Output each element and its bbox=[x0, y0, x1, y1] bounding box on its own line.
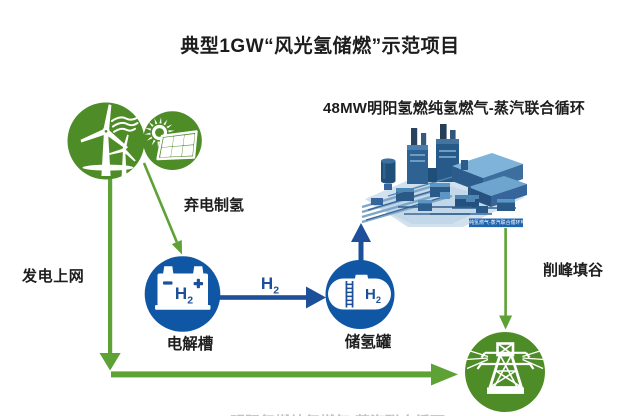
power-lines-icon bbox=[465, 349, 545, 370]
wind-gust-icon bbox=[111, 116, 139, 133]
tank-ladder-icon bbox=[345, 281, 354, 308]
arrow-hydrogen-to-tank bbox=[219, 286, 326, 309]
plant-storage-tank-icon bbox=[381, 158, 396, 184]
arrow-curtailed-to-electrolyzer bbox=[142, 162, 182, 255]
generation-to-grid-label: 发电上网 bbox=[22, 268, 85, 285]
clipped-bottom-caption: 明阳氢燃纯氢燃气-蒸汽联合循环 bbox=[230, 411, 445, 416]
power-grid-node bbox=[465, 332, 545, 412]
plant-label: 48MW明阳氢燃纯氢燃气-蒸汽联合循环 bbox=[323, 100, 586, 117]
electrolyzer-node bbox=[144, 256, 221, 332]
electrolyzer-label: 电解槽 bbox=[166, 336, 214, 353]
arrow-tank-to-plant bbox=[351, 223, 371, 262]
hydrogen-symbol-subscript: 2 bbox=[187, 294, 194, 307]
plant-banner bbox=[469, 218, 523, 228]
arrow-generation-to-grid-horizontal bbox=[111, 363, 458, 386]
tank-icon bbox=[328, 274, 391, 310]
diagram-title: 典型1GW“风光氢储燃”示范项目 bbox=[180, 36, 460, 57]
hydrogen-symbol: H bbox=[364, 286, 376, 303]
curtailed-power-label: 弃电制氢 bbox=[184, 197, 245, 214]
hydrogen-flow-label: H2 bbox=[253, 274, 287, 296]
hydrogen-tank-label: 储氢罐 bbox=[344, 334, 392, 351]
wind-solar-node bbox=[67, 102, 202, 180]
solar-panel-icon bbox=[156, 130, 198, 161]
electrolyzer-h2-text: H2 bbox=[166, 284, 202, 306]
arrow-peak-shaving bbox=[499, 228, 513, 330]
hydrogen-symbol-subscript: 2 bbox=[273, 284, 280, 297]
plant-equipment-icon bbox=[371, 160, 516, 215]
wind-turbine-icon bbox=[80, 104, 139, 177]
peak-shaving-label: 削峰填谷 bbox=[543, 262, 604, 279]
hydrogen-tank-node bbox=[325, 260, 395, 329]
hydrogen-symbol-subscript: 2 bbox=[375, 295, 381, 305]
arrow-generation-to-grid-vertical bbox=[99, 178, 121, 371]
hydrogen-symbol: H bbox=[174, 284, 188, 303]
battery-icon bbox=[155, 266, 211, 310]
transmission-tower-icon bbox=[465, 342, 545, 394]
tank-h2-text: H2 bbox=[358, 286, 388, 305]
plant-hrsg-towers-icon bbox=[407, 124, 459, 184]
power-plant-illustration bbox=[361, 124, 527, 228]
hydrogen-symbol: H bbox=[260, 274, 274, 293]
plant-banner-caption: 纯氢燃气-蒸汽联合循环电厂示意图 bbox=[469, 220, 546, 226]
